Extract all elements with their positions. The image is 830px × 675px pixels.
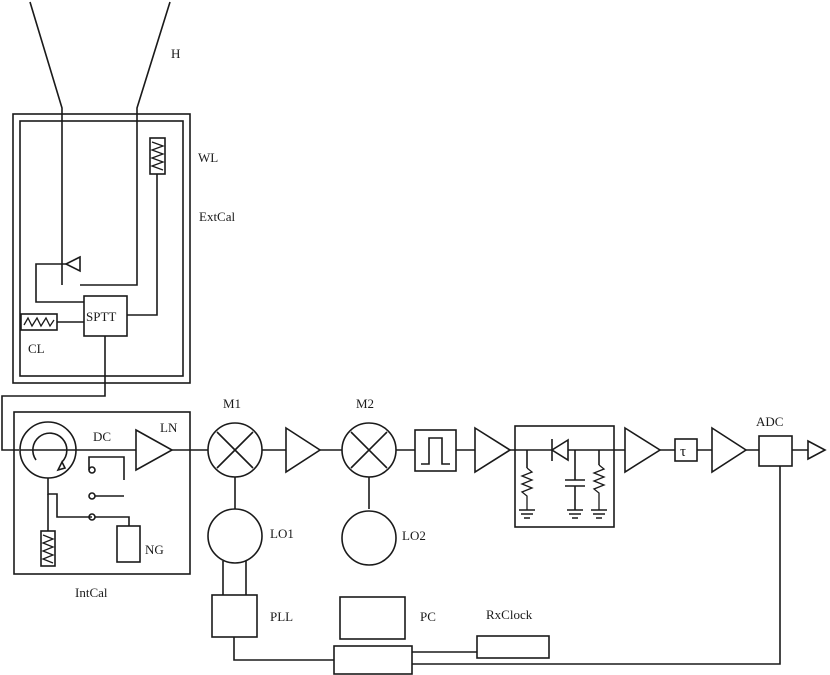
cold-load — [20, 313, 84, 331]
extcal-enclosure-outer — [12, 113, 191, 384]
amp1-triangle — [285, 426, 322, 474]
sptt-switch — [83, 295, 128, 337]
adc-block — [758, 435, 793, 467]
amp3-triangle — [624, 426, 662, 474]
mixer1 — [207, 422, 263, 478]
bandpass-filter — [414, 429, 457, 472]
lo1-oscillator — [207, 508, 263, 564]
horn-label: H — [171, 46, 180, 61]
lo1-pll-wires — [222, 561, 247, 595]
ln-label: LN — [160, 420, 178, 435]
amp2-triangle — [474, 426, 512, 474]
warm-load — [127, 137, 166, 316]
m2-label: M2 — [356, 396, 374, 411]
intcal-load — [40, 494, 56, 567]
extcal-enclosure-inner — [19, 120, 184, 377]
pll-block — [211, 594, 258, 638]
pll-label: PLL — [270, 609, 293, 624]
tau-integrator — [674, 438, 698, 462]
adc-label: ADC — [756, 414, 783, 429]
warm-load-label: WL — [198, 150, 218, 165]
intcal-label: IntCal — [75, 585, 108, 600]
m1-label: M1 — [223, 396, 241, 411]
pc-label: PC — [420, 609, 436, 624]
output-arrow-icon — [807, 439, 827, 461]
pc-block — [339, 596, 406, 640]
rxclock-label: RxClock — [486, 607, 533, 622]
bus-block — [333, 645, 413, 675]
bus-adc-wire — [412, 466, 781, 665]
sptt-label: SPTT — [86, 309, 116, 324]
amp4-triangle — [711, 426, 748, 474]
extcal-label: ExtCal — [199, 209, 235, 224]
lo1-label: LO1 — [270, 526, 294, 541]
horn-antenna — [29, 1, 171, 286]
lo2-oscillator — [341, 510, 397, 566]
lo2-label: LO2 — [402, 528, 426, 543]
cal-horn-icon — [35, 255, 84, 303]
mixer2 — [341, 422, 397, 478]
pll-bus-wire — [233, 637, 334, 661]
rxclock-block — [476, 635, 550, 659]
lna-triangle — [135, 428, 174, 472]
detector-block — [514, 425, 615, 528]
noise-generator — [95, 516, 141, 563]
cold-load-label: CL — [28, 341, 45, 356]
tau-label: τ — [680, 444, 686, 460]
intcal-enclosure — [13, 411, 191, 575]
dc-label: DC — [93, 429, 111, 444]
circulator-icon — [19, 421, 92, 518]
sptt-to-intcal-wire — [1, 336, 106, 451]
coupler-switch-contacts — [76, 449, 136, 521]
ng-label: NG — [145, 542, 164, 557]
